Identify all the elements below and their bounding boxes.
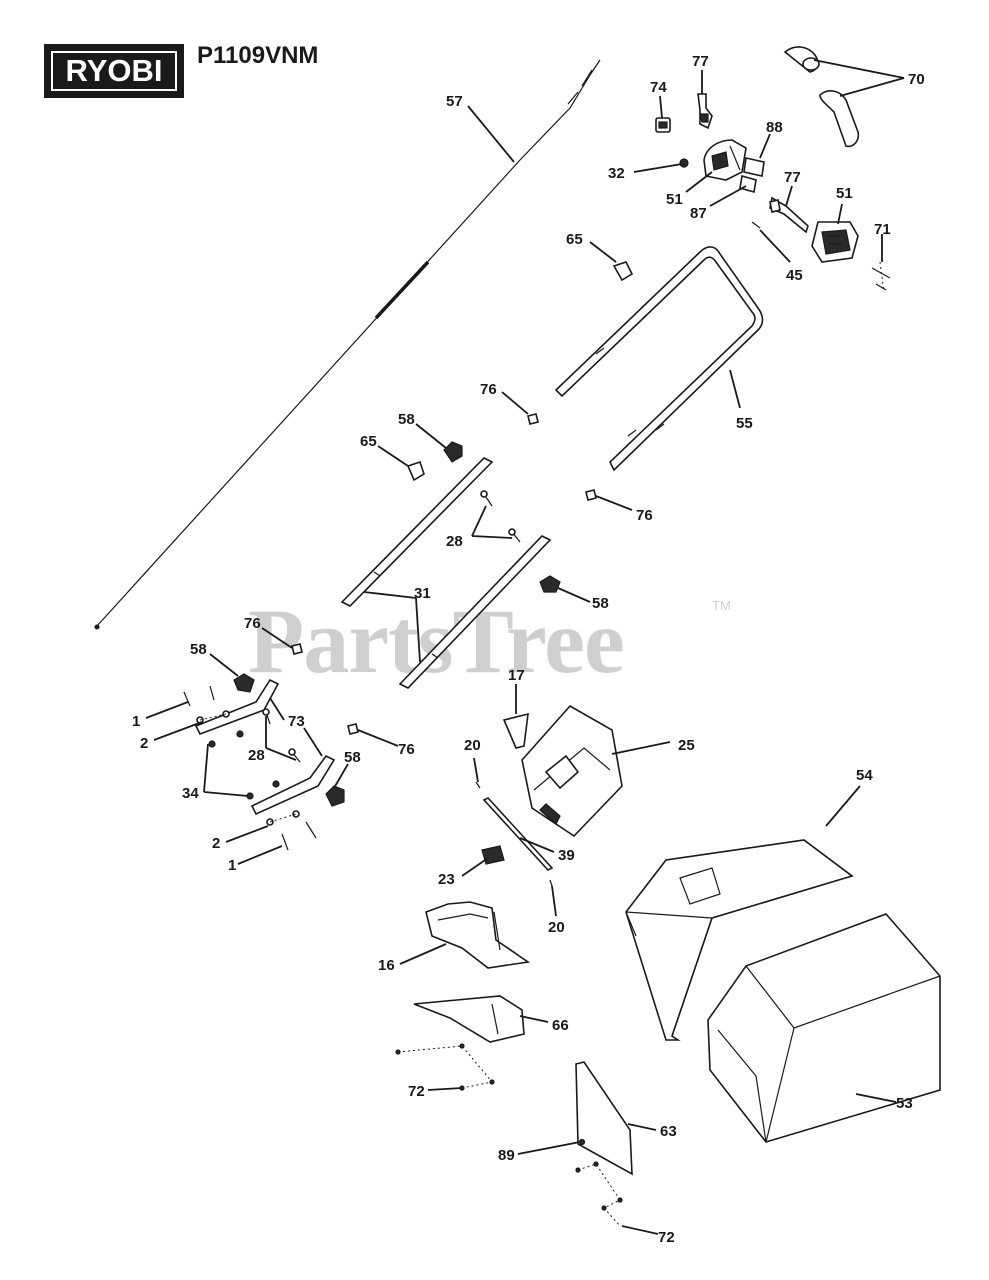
part-34-nuts xyxy=(208,730,280,800)
callout-28-b: 28 xyxy=(248,747,265,764)
callout-39: 39 xyxy=(558,847,575,864)
part-57-cable xyxy=(94,59,601,630)
callout-28: 28 xyxy=(446,533,463,550)
callout-66: 66 xyxy=(552,1017,569,1034)
callout-89: 89 xyxy=(498,1147,515,1164)
watermark: PartsTree xyxy=(248,590,625,692)
callout-76-d: 76 xyxy=(398,741,415,758)
callout-16: 16 xyxy=(378,957,395,974)
part-71-screws xyxy=(871,261,891,293)
part-65-knob-upper xyxy=(612,261,634,282)
part-51-housing-lower xyxy=(811,221,859,263)
callout-20-b: 20 xyxy=(548,919,565,936)
part-58-knob-a xyxy=(443,441,463,463)
callout-58-d: 58 xyxy=(344,749,361,766)
callout-20: 20 xyxy=(464,737,481,754)
part-28-bolts-upper xyxy=(480,490,521,543)
part-55-upper-handle xyxy=(554,246,764,472)
part-72-screws-b xyxy=(575,1161,623,1227)
part-39-rod xyxy=(482,797,554,871)
part-77-lever-upper xyxy=(697,93,713,130)
callout-45: 45 xyxy=(786,267,803,284)
part-23-spring xyxy=(481,845,505,865)
callout-54: 54 xyxy=(856,767,873,784)
callout-70: 70 xyxy=(908,71,925,88)
callout-77: 77 xyxy=(692,53,709,70)
part-58-knob-c xyxy=(233,673,255,693)
callout-71: 71 xyxy=(874,221,891,238)
part-73-brackets xyxy=(194,678,336,816)
part-76-clip-d xyxy=(347,723,359,735)
watermark-tm: TM xyxy=(712,598,731,613)
callout-31: 31 xyxy=(414,585,431,602)
callout-63: 63 xyxy=(660,1123,677,1140)
part-89-screw xyxy=(578,1138,586,1146)
callout-76: 76 xyxy=(480,381,497,398)
callout-51-lower: 51 xyxy=(836,185,853,202)
callout-51: 51 xyxy=(666,191,683,208)
part-20-clip-lower xyxy=(549,879,553,887)
part-53-grass-bag xyxy=(707,913,941,1143)
callout-65: 65 xyxy=(566,231,583,248)
ryobi-logo: RYOBI xyxy=(44,44,184,98)
callout-23: 23 xyxy=(438,871,455,888)
part-20-clip-upper xyxy=(475,781,481,789)
part-17-flap xyxy=(502,712,529,749)
callout-72-b: 72 xyxy=(658,1229,675,1246)
callout-87: 87 xyxy=(690,205,707,222)
part-51-housing-upper xyxy=(703,139,747,181)
part-58-knob-d xyxy=(325,785,345,807)
callout-32: 32 xyxy=(608,165,625,182)
part-76-clip-b xyxy=(585,489,597,501)
part-54-bag-frame xyxy=(625,839,854,1041)
callout-labels: 70 77 74 57 88 32 51 77 51 87 71 65 45 7… xyxy=(132,53,925,1246)
callout-34: 34 xyxy=(182,785,199,802)
logo-text: RYOBI xyxy=(65,53,163,88)
callout-58: 58 xyxy=(398,411,415,428)
callout-65-lower: 65 xyxy=(360,433,377,450)
callout-58-b: 58 xyxy=(592,595,609,612)
callout-1: 1 xyxy=(132,713,140,730)
part-63-rear-flap xyxy=(575,1061,633,1176)
part-25-deflector xyxy=(521,704,623,838)
part-45-pin xyxy=(751,221,761,229)
part-32-nut xyxy=(679,158,689,168)
leader-lines xyxy=(145,59,905,1235)
callout-74: 74 xyxy=(650,79,667,96)
callout-2: 2 xyxy=(140,735,148,752)
part-65-knob-lower xyxy=(406,460,425,482)
model-number: P1109VNM xyxy=(197,42,319,69)
callout-55: 55 xyxy=(736,415,753,432)
part-66-side-deflector xyxy=(413,995,525,1043)
callout-53: 53 xyxy=(896,1095,913,1112)
part-70-hoses xyxy=(783,46,860,148)
callout-17: 17 xyxy=(508,667,525,684)
logo-frame: RYOBI xyxy=(51,51,177,91)
callout-76-b: 76 xyxy=(636,507,653,524)
callout-77-lower: 77 xyxy=(784,169,801,186)
callout-58-c: 58 xyxy=(190,641,207,658)
part-58-knob-b xyxy=(539,575,561,593)
part-1-bolts xyxy=(183,685,317,851)
part-31-lower-handles xyxy=(340,457,552,689)
part-76-clip-a xyxy=(527,413,539,425)
part-74-clip xyxy=(655,117,671,133)
callout-1-b: 1 xyxy=(228,857,236,874)
callout-76-c: 76 xyxy=(244,615,261,632)
callout-57: 57 xyxy=(446,93,463,110)
part-16-mulch-plug xyxy=(425,901,531,969)
callout-2-b: 2 xyxy=(212,835,220,852)
callout-88: 88 xyxy=(766,119,783,136)
part-76-clip-c xyxy=(291,643,303,655)
callout-72: 72 xyxy=(408,1083,425,1100)
part-77-lever-lower xyxy=(769,196,809,234)
callout-73: 73 xyxy=(288,713,305,730)
callout-25: 25 xyxy=(678,737,695,754)
part-2-washers xyxy=(196,710,300,826)
